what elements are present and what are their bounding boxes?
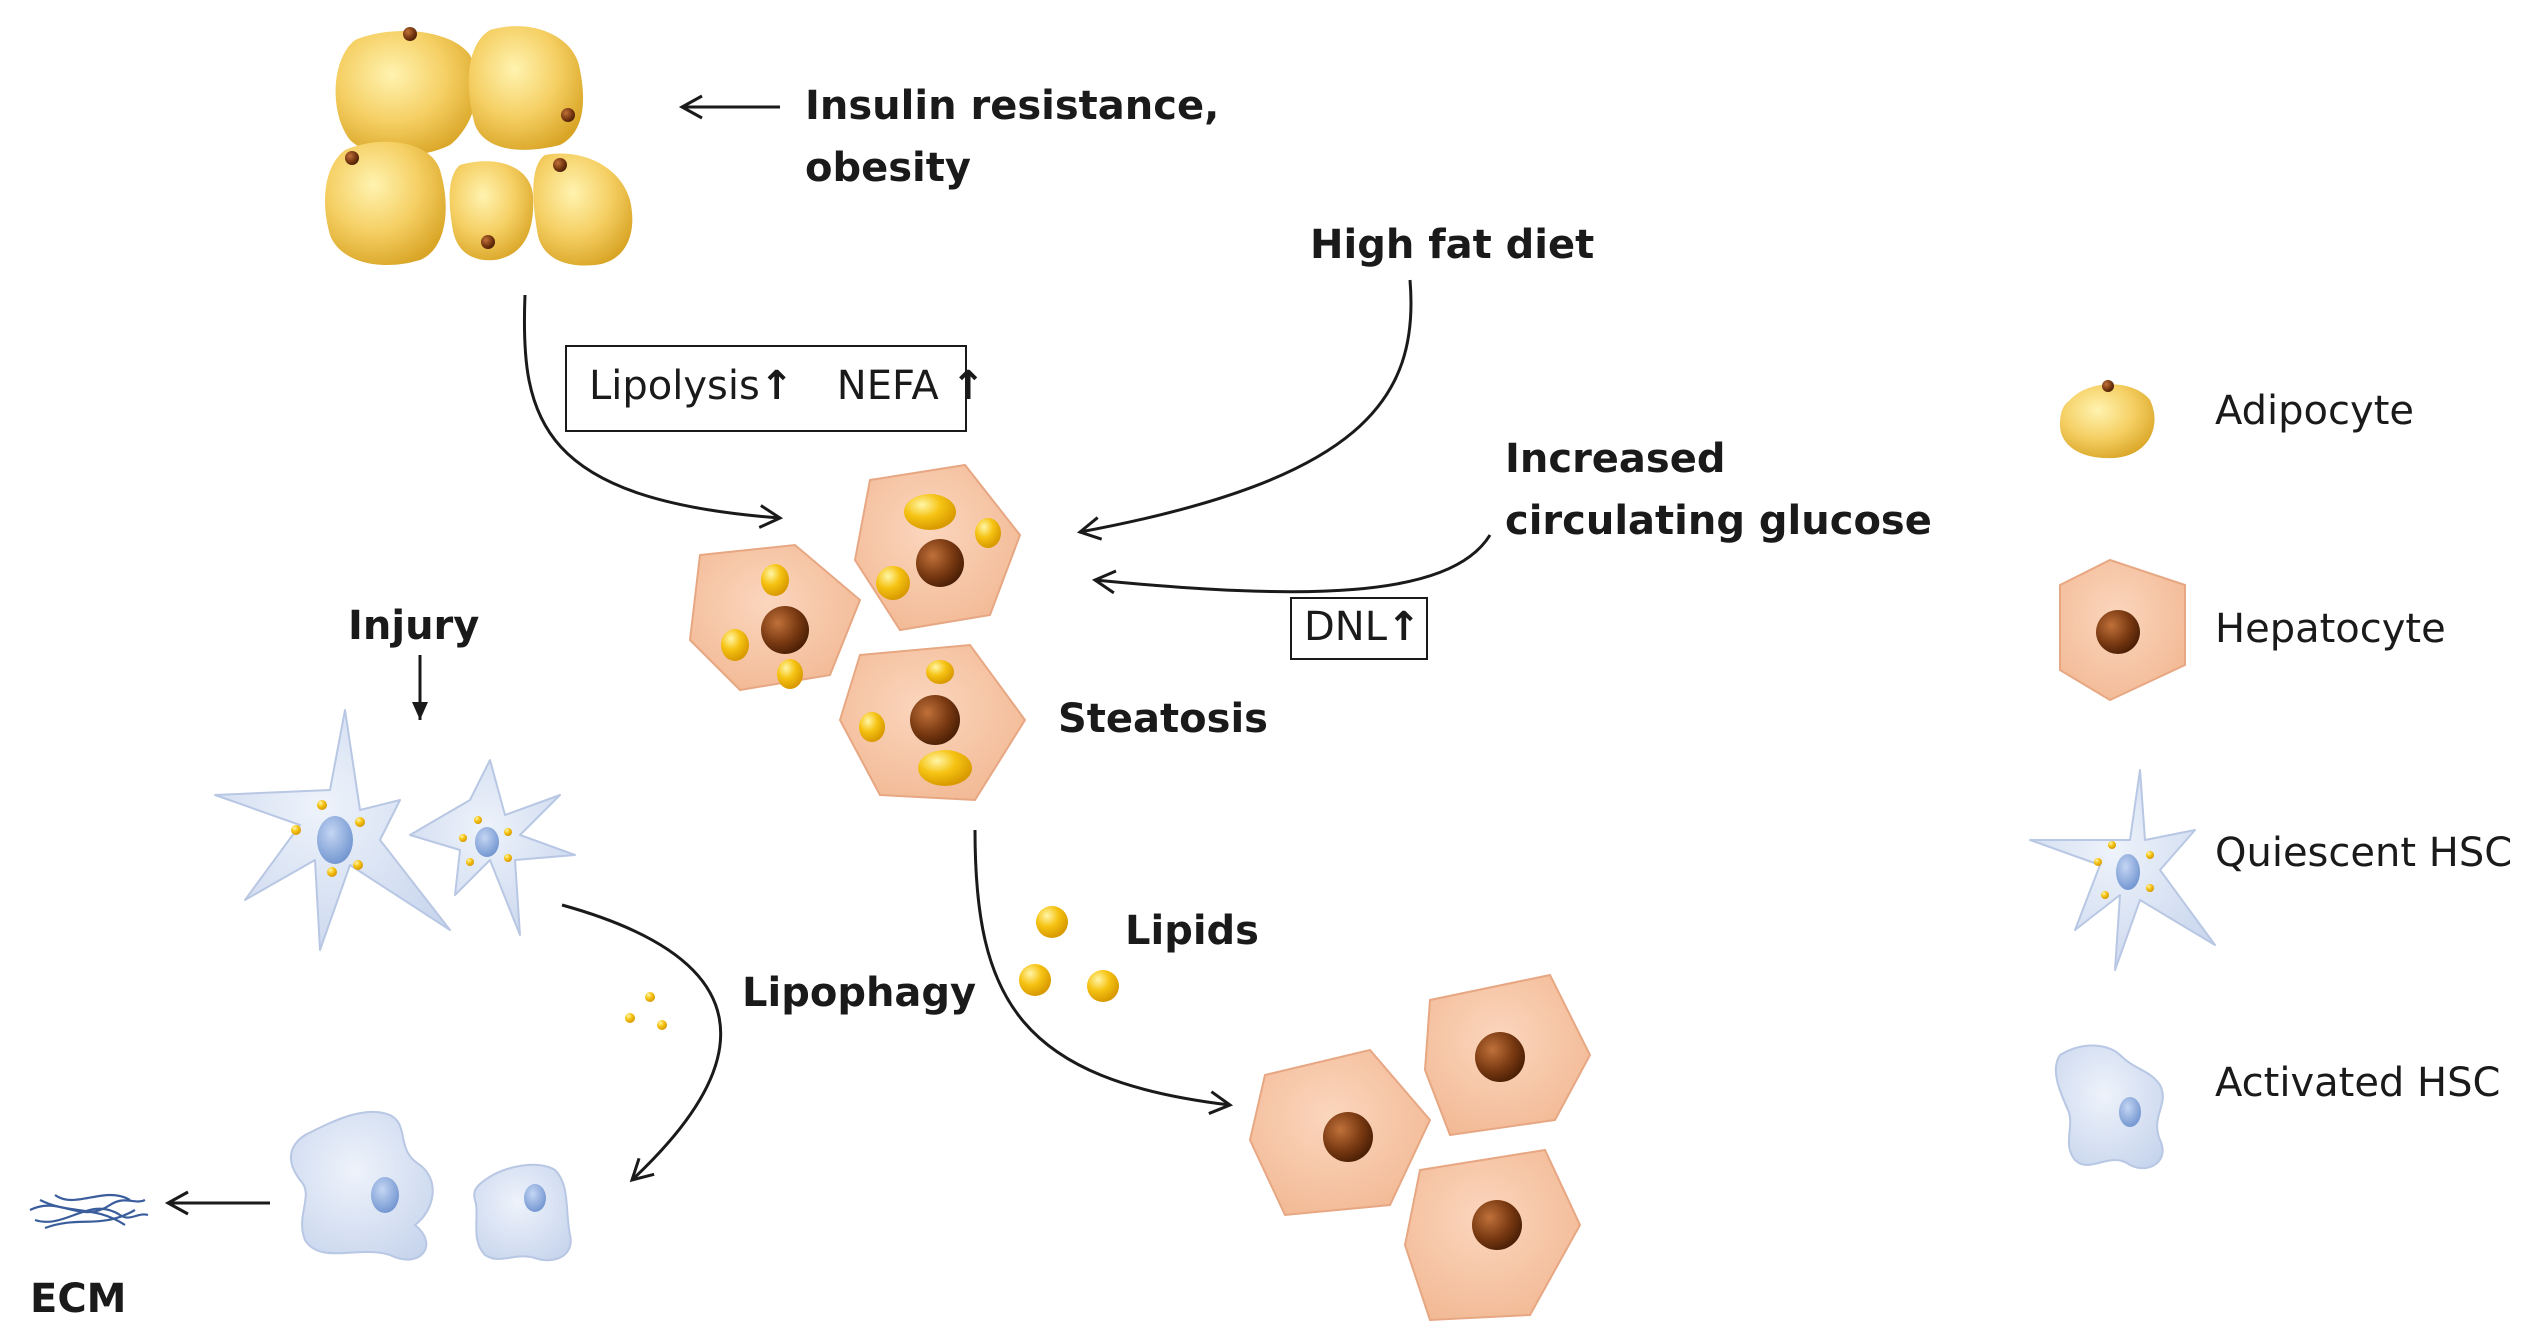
lipid-droplet	[1087, 970, 1119, 1002]
lipid-droplet	[466, 858, 474, 866]
dnl-label: DNL	[1304, 604, 1388, 650]
adipocyte-cell	[533, 153, 633, 266]
hepatocyte-nucleus	[1472, 1200, 1522, 1250]
arrow-glucose-to-liver	[1091, 534, 1492, 595]
activated-hsc-group	[290, 1110, 572, 1262]
lipid-droplet	[1036, 906, 1068, 938]
label-increased-glucose-line2: circulating glucose	[1505, 498, 1932, 544]
lipid-droplet	[2146, 884, 2154, 892]
free-lipids	[1019, 906, 1119, 1002]
label-ecm: ECM	[30, 1276, 127, 1322]
dnl-box: DNL↑	[1290, 597, 1428, 660]
lipid-droplet	[721, 629, 749, 661]
released-droplets	[625, 992, 667, 1030]
arrow-lipophagy	[561, 903, 723, 1183]
hepatocyte-nucleus	[761, 606, 809, 654]
label-insulin-resistance-line1: Insulin resistance,	[805, 83, 1220, 129]
steatotic-hepatocytes	[688, 463, 1027, 802]
activated-hsc-cell	[473, 1163, 572, 1262]
lipid-droplet	[353, 860, 363, 870]
adipocyte-nucleus	[553, 158, 567, 172]
lipid-droplet	[918, 750, 972, 786]
legend-hsc-nucleus	[2119, 1097, 2141, 1127]
activated-hsc-cell	[290, 1110, 434, 1261]
adipocyte-cell	[335, 31, 478, 156]
adipocyte-nucleus	[481, 235, 495, 249]
ecm-fibers-icon	[29, 1194, 149, 1230]
increase-arrow-icon: ↑	[1387, 604, 1421, 650]
lipid-droplet	[777, 659, 803, 689]
lipid-droplet	[2108, 841, 2116, 849]
lipid-droplet	[459, 834, 467, 842]
lipid-droplet	[291, 825, 301, 835]
adipocyte-nucleus	[561, 108, 575, 122]
label-insulin-resistance: Insulin resistance, obesity	[805, 75, 1219, 199]
hsc-nucleus	[317, 816, 353, 864]
lipid-droplet	[504, 854, 512, 862]
nefa-label: NEFA	[836, 363, 939, 409]
hepatocyte-nucleus	[1323, 1112, 1373, 1162]
lipid-droplet	[2146, 851, 2154, 859]
lipid-droplet	[926, 660, 954, 684]
lipid-droplet	[761, 564, 789, 596]
adipocyte-nucleus	[345, 151, 359, 165]
lipid-droplet	[2094, 858, 2102, 866]
legend-label-quiescent-hsc: Quiescent HSC	[2215, 830, 2513, 876]
adipocyte-cell	[449, 161, 534, 261]
legend-adipocyte-nucleus	[2102, 380, 2114, 392]
legend-label-activated-hsc: Activated HSC	[2215, 1060, 2501, 1106]
label-injury: Injury	[348, 603, 480, 649]
arrow-nefa-to-liver	[522, 294, 784, 529]
legend-hsc-nucleus	[2116, 854, 2140, 890]
label-lipids: Lipids	[1125, 908, 1259, 954]
legend-icons	[2029, 380, 2216, 1170]
lipid-droplet	[504, 828, 512, 836]
label-increased-glucose-line1: Increased	[1505, 436, 1726, 482]
increase-arrow-icon: ↑	[759, 363, 794, 409]
hsc-nucleus	[524, 1184, 546, 1212]
healthy-hepatocytes	[1248, 973, 1592, 1322]
lipid-droplet	[876, 566, 910, 600]
increase-arrow-icon: ↑	[951, 363, 985, 409]
hepatocyte-nucleus	[910, 695, 960, 745]
lipid-droplet	[859, 712, 885, 742]
legend-label-adipocyte: Adipocyte	[2215, 388, 2414, 434]
lipid-droplet	[645, 992, 655, 1002]
lipid-droplet	[904, 494, 956, 530]
lipolysis-nefa-box: Lipolysis↑ NEFA ↑	[565, 345, 985, 432]
lipid-droplet	[2101, 891, 2109, 899]
label-increased-glucose: Increased circulating glucose	[1505, 428, 1932, 552]
arrow-steatosis-to-healthy	[973, 829, 1234, 1115]
adipocyte-nucleus	[403, 27, 417, 41]
label-lipophagy: Lipophagy	[742, 970, 977, 1016]
lipid-droplet	[625, 1013, 635, 1023]
hepatocyte-nucleus	[916, 539, 964, 587]
hsc-nucleus	[371, 1177, 399, 1213]
arrow-highfat-to-liver	[1076, 279, 1413, 541]
quiescent-hsc-group	[214, 709, 576, 951]
lipid-droplet	[1019, 964, 1051, 996]
adipocyte-cell	[325, 141, 446, 266]
lipid-droplet	[474, 816, 482, 824]
lipolysis-label: Lipolysis	[589, 363, 760, 409]
hepatocyte-nucleus	[1475, 1032, 1525, 1082]
adipocyte-cell	[468, 26, 584, 150]
hsc-nucleus	[475, 827, 499, 857]
lipid-droplet	[355, 817, 365, 827]
adipocyte-cluster	[325, 26, 633, 266]
lipid-droplet	[317, 800, 327, 810]
lipid-droplet	[975, 518, 1001, 548]
legend-adipocyte-icon	[2060, 384, 2155, 459]
lipid-droplet	[327, 867, 337, 877]
legend-hepatocyte-nucleus	[2096, 610, 2140, 654]
lipid-droplet	[657, 1020, 667, 1030]
label-high-fat-diet: High fat diet	[1310, 222, 1595, 268]
flow-arrows	[164, 94, 1492, 1216]
label-steatosis: Steatosis	[1058, 696, 1268, 742]
legend-label-hepatocyte: Hepatocyte	[2215, 606, 2446, 652]
label-insulin-resistance-line2: obesity	[805, 145, 971, 191]
legend-activated-hsc-icon	[2054, 1044, 2164, 1170]
